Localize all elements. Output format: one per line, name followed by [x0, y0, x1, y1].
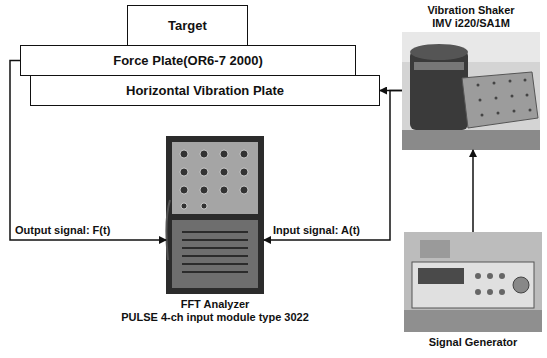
signal-connector: [264, 91, 402, 241]
vibration-plate-box: Horizontal Vibration Plate: [30, 75, 380, 106]
force-plate-box: Force Plate(OR6-7 2000): [20, 45, 356, 76]
signal-label: Input signal: A(t): [272, 224, 361, 236]
caption-text: FFT Analyzer: [121, 298, 309, 311]
shaker-node: Vibration ShakerIMV i220/SA1M: [402, 32, 540, 150]
caption-text: Vibration Shaker: [427, 4, 514, 17]
caption: Vibration ShakerIMV i220/SA1M: [427, 4, 514, 30]
generator-photo: [404, 232, 542, 332]
box-label: Target: [168, 18, 207, 33]
signal-connector: [472, 150, 474, 232]
caption-text: Signal Generator: [429, 336, 518, 349]
analyzer-node: FFT AnalyzerPULSE 4-ch input module type…: [166, 136, 264, 294]
analyzer-photo: [166, 136, 264, 294]
signal-label: Output signal: F(t): [14, 224, 111, 236]
generator-node: Signal Generator: [404, 232, 542, 332]
caption: FFT AnalyzerPULSE 4-ch input module type…: [121, 298, 309, 324]
caption: Signal Generator: [429, 336, 518, 349]
caption-text: IMV i220/SA1M: [427, 17, 514, 30]
box-label: Horizontal Vibration Plate: [126, 83, 284, 98]
box-label: Force Plate(OR6-7 2000): [113, 53, 263, 68]
caption-text: PULSE 4-ch input module type 3022: [121, 311, 309, 324]
target-box: Target: [127, 5, 248, 46]
shaker-photo: [402, 32, 540, 150]
